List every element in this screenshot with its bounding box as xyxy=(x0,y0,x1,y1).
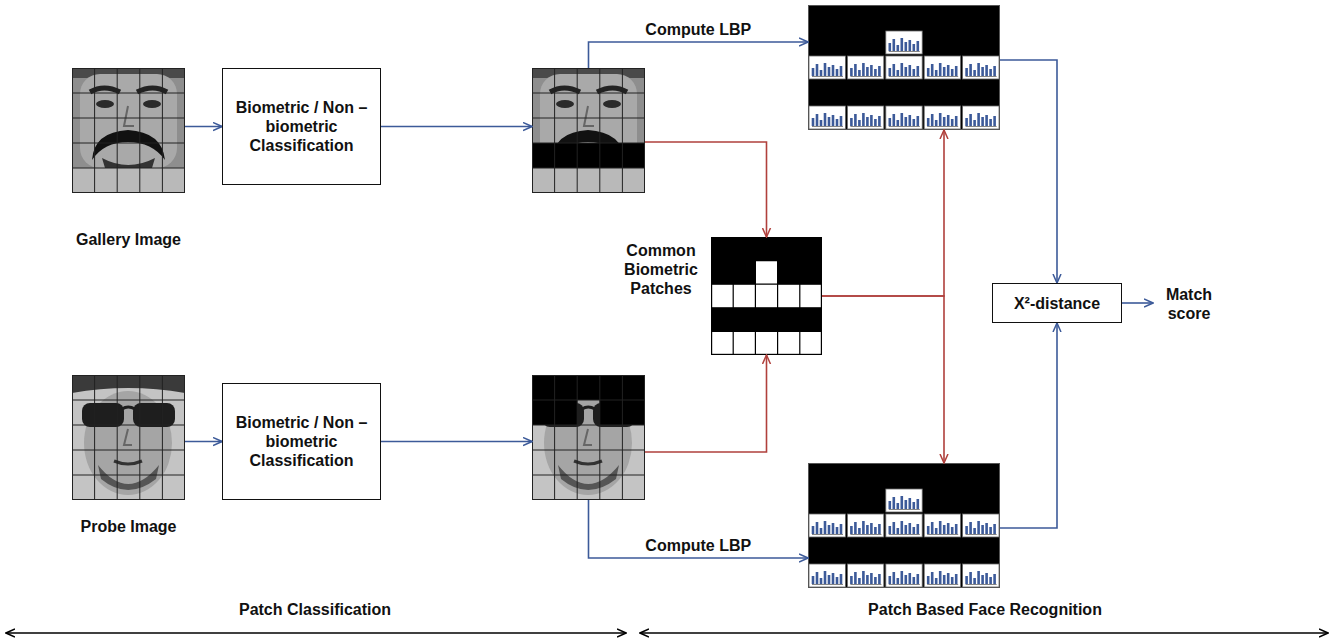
face-image: Probe Image xyxy=(72,375,185,500)
masked-probe-photo xyxy=(532,375,645,500)
masked-patches xyxy=(532,143,645,168)
face-picture xyxy=(532,68,645,193)
masked-patches xyxy=(532,375,645,400)
caption-label: Patch Based Face Recognition xyxy=(785,600,1185,619)
connector-arrow xyxy=(589,500,809,558)
span-arrow xyxy=(6,632,626,634)
process-box: X²-distance xyxy=(992,283,1122,323)
caption-label: Patch Classification xyxy=(115,600,515,619)
connector-arrow xyxy=(185,441,222,443)
masked-gallery-photo xyxy=(532,68,645,193)
connector-arrow xyxy=(822,296,944,463)
connector-arrow xyxy=(645,355,767,452)
gallery-face-photo xyxy=(72,68,185,193)
edge-label: Compute LBP xyxy=(642,536,754,555)
connector-arrow xyxy=(822,130,944,296)
lbp-histogram-grid xyxy=(808,463,1000,588)
connector-arrow xyxy=(1000,60,1057,283)
probe-face-photo xyxy=(72,375,185,500)
caption-label: Match score xyxy=(1156,285,1222,323)
connector-arrow xyxy=(381,126,532,128)
lbp-histogram-grid xyxy=(808,5,1000,130)
patch-grid xyxy=(72,68,185,193)
lbp-histogram-grid xyxy=(808,463,1000,588)
span-arrow xyxy=(640,632,1328,634)
face-picture xyxy=(532,375,645,500)
patch-grid xyxy=(532,68,645,193)
node-label: Gallery Image xyxy=(76,230,181,249)
patch-grid xyxy=(72,375,185,500)
process-box: Biometric / Non –biometric Classificatio… xyxy=(222,68,381,185)
masked-face-image xyxy=(532,375,645,500)
connector-arrow xyxy=(185,126,222,128)
common-patch-grid xyxy=(711,237,822,355)
connector-arrow xyxy=(645,142,767,237)
connector-arrow xyxy=(589,42,809,68)
face-picture xyxy=(72,68,185,193)
masked-face-image xyxy=(532,68,645,193)
lbp-histogram-grid xyxy=(808,5,1000,130)
face-picture xyxy=(72,375,185,500)
patch-grid xyxy=(532,375,645,500)
face-image: Gallery Image xyxy=(72,68,185,193)
patch-mask-grid: Common Biometric Patches xyxy=(711,237,822,355)
connector-arrow xyxy=(381,441,532,443)
node-label: Common Biometric Patches xyxy=(619,241,703,298)
node-label: Biometric / Non –biometric Classificatio… xyxy=(231,413,372,470)
node-label: X²-distance xyxy=(1014,294,1100,313)
node-label: Biometric / Non –biometric Classificatio… xyxy=(231,98,372,155)
process-box: Biometric / Non –biometric Classificatio… xyxy=(222,383,381,500)
edge-label: Compute LBP xyxy=(642,20,754,39)
node-label: Probe Image xyxy=(80,517,176,536)
output-arrow xyxy=(1122,302,1153,304)
connector-arrow xyxy=(1000,323,1057,528)
